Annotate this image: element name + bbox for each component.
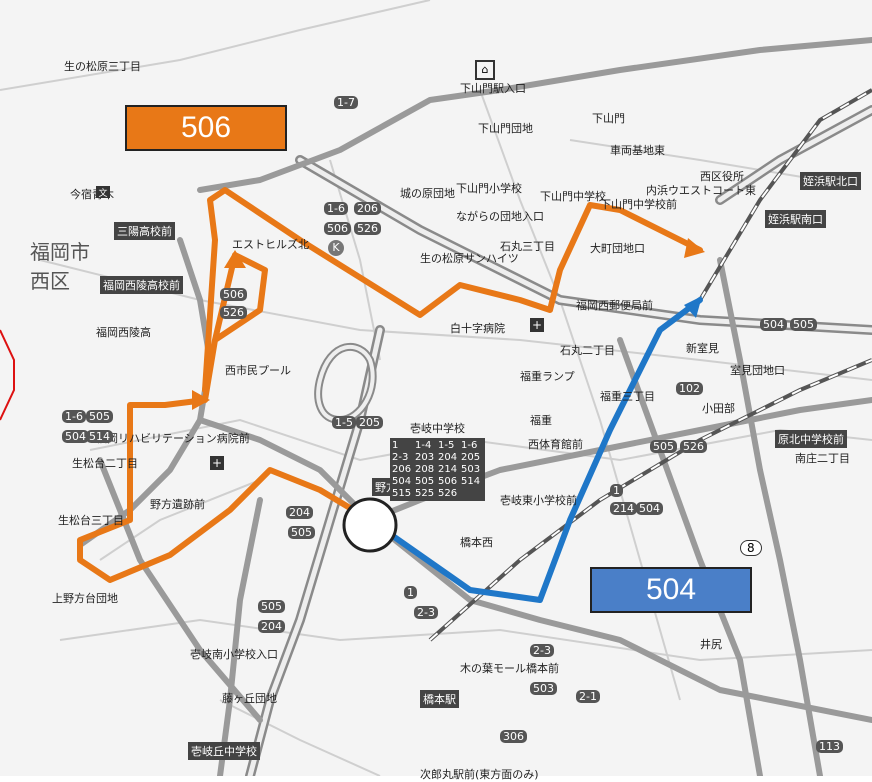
place-label: 福重三丁目 xyxy=(600,390,655,403)
route-badge: 214 xyxy=(610,502,637,515)
route-506-arrow-east xyxy=(684,238,705,258)
place-label: 井尻 xyxy=(700,638,722,651)
route-506-arrow-right xyxy=(192,390,210,410)
route-badge: 113 xyxy=(816,740,843,753)
place-label: 大町団地口 xyxy=(590,242,645,255)
route-badge: 1-6 xyxy=(62,410,86,423)
route-badge: 1-6 xyxy=(324,202,348,215)
route-badge: 514 xyxy=(86,430,113,443)
route-badge: 204 xyxy=(258,620,285,633)
route-badge: 505 xyxy=(86,410,113,423)
place-label: 福岡西郵便局前 xyxy=(576,299,653,312)
place-label: 石丸二丁目 xyxy=(560,344,615,357)
place-label: 石丸三丁目 xyxy=(500,240,555,253)
route-badge: 526 xyxy=(680,440,707,453)
route-badge: 205 xyxy=(356,416,383,429)
route-506-arrow-up xyxy=(224,250,246,268)
place-label: 次郎丸駅前(東方面のみ) xyxy=(420,768,539,781)
stop-box-meinohama-south[interactable]: 姪浜駅南口 xyxy=(765,210,826,228)
route-504-path xyxy=(367,297,703,603)
place-label: 上野方台団地 xyxy=(52,592,118,605)
route-504-label[interactable]: 504 xyxy=(590,567,752,613)
route-badge: 505 xyxy=(258,600,285,613)
place-label: 内浜ウエストコート東 xyxy=(646,184,756,197)
route-badge: 504 xyxy=(760,318,787,331)
route-shield: 8 xyxy=(740,540,762,556)
place-label: 下山門 xyxy=(592,112,625,125)
place-label: エストヒルズ北 xyxy=(232,238,309,251)
route-badge: 505 xyxy=(650,440,677,453)
place-label: 生の松原三丁目 xyxy=(64,60,141,73)
route-badge: 1 xyxy=(610,484,623,497)
place-label: 下山門中学校 xyxy=(540,190,606,203)
place-label: 西市民プール xyxy=(225,364,291,377)
route-badge: 505 xyxy=(288,526,315,539)
place-label: 福重ランプ xyxy=(520,370,575,383)
stop-box-meinohama-north[interactable]: 姪浜駅北口 xyxy=(800,172,861,190)
route-badge: 2-3 xyxy=(414,606,438,619)
route-504-arrow xyxy=(684,296,702,318)
place-label: 小田部 xyxy=(702,402,735,415)
place-label: 下山門団地 xyxy=(478,122,533,135)
place-label: 南庄二丁目 xyxy=(795,452,850,465)
place-label: 下山門小学校 xyxy=(456,182,522,195)
place-label: 白十字病院 xyxy=(450,322,505,335)
place-label: 野方遺跡前 xyxy=(150,498,205,511)
place-label: 壱岐中学校 xyxy=(410,422,465,435)
stop-box-harakita[interactable]: 原北中学校前 xyxy=(775,430,847,448)
place-label: 室見団地口 xyxy=(730,364,785,377)
route-badge: 526 xyxy=(354,222,381,235)
stop-box-sanyo[interactable]: 三陽高校前 xyxy=(114,222,175,240)
place-label: 木の葉モール橋本前 xyxy=(460,662,559,675)
place-label: 下山門駅入口 xyxy=(460,82,526,95)
route-badge: 1-5 xyxy=(332,416,356,429)
stop-box-hashimoto[interactable]: 橋本駅 xyxy=(420,690,459,708)
origin-circle[interactable] xyxy=(342,497,398,553)
place-label: 藤ヶ丘団地 xyxy=(222,692,277,705)
route-badge: 204 xyxy=(286,506,313,519)
place-label: 西体育館前 xyxy=(528,438,583,451)
route-badge: 2-3 xyxy=(530,644,554,657)
route-badge: 2-1 xyxy=(576,690,600,703)
stop-box-seiryo[interactable]: 福岡西陵高校前 xyxy=(100,276,183,294)
route-badge: 503 xyxy=(530,682,557,695)
place-label: 橋本西 xyxy=(460,536,493,549)
place-label: 福岡西陵高 xyxy=(96,326,151,339)
place-label: 西区役所 xyxy=(700,170,744,183)
route-badge: 506 xyxy=(220,288,247,301)
route-506-label[interactable]: 506 xyxy=(125,105,287,151)
place-label: 福重 xyxy=(530,414,552,427)
route-badge: 504 xyxy=(636,502,663,515)
school-icon: 文 xyxy=(96,186,110,199)
place-label: 生の松原サンハイツ xyxy=(420,252,519,265)
place-label: 車両基地東 xyxy=(610,144,665,157)
k-marker-icon: K xyxy=(328,240,344,256)
route-badge: 206 xyxy=(354,202,381,215)
place-label: 福岡リハビリテーション病院前 xyxy=(96,432,250,445)
route-badge: 102 xyxy=(676,382,703,395)
place-label: 城の原団地 xyxy=(400,187,455,200)
place-label: 生松台二丁目 xyxy=(72,457,138,470)
route-badge: 306 xyxy=(500,730,527,743)
stop-box-ikioka[interactable]: 壱岐丘中学校 xyxy=(188,742,260,760)
route-badge: 1 xyxy=(404,586,417,599)
station-icon: ⌂ xyxy=(475,60,495,80)
route-badge: 1-7 xyxy=(334,96,358,109)
place-label: ながらの団地入口 xyxy=(456,210,544,223)
route-badge: 505 xyxy=(790,318,817,331)
place-label: 新室見 xyxy=(686,342,719,355)
hospital-icon: + xyxy=(210,456,224,470)
hospital-icon: + xyxy=(530,318,544,332)
place-label: 壱岐南小学校入口 xyxy=(190,648,278,661)
place-label: 壱岐東小学校前 xyxy=(500,494,577,507)
route-badge: 506 xyxy=(324,222,351,235)
place-label: 生松台三丁目 xyxy=(58,514,124,527)
route-badge: 526 xyxy=(220,306,247,319)
area-label: 福岡市 西区 xyxy=(30,240,90,293)
route-badge: 504 xyxy=(62,430,89,443)
place-label: 下山門中学校前 xyxy=(600,198,677,211)
